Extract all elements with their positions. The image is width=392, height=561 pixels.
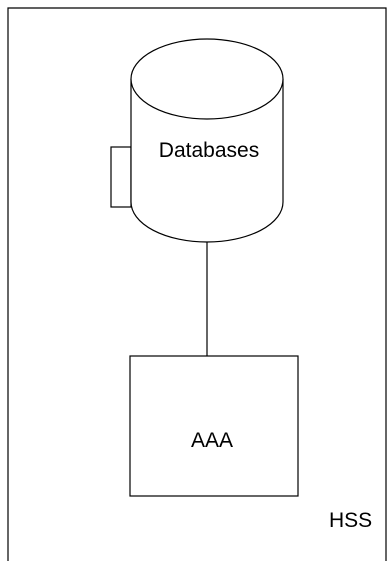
aaa-label: AAA <box>191 429 233 452</box>
aaa-box <box>129 355 299 497</box>
hss-label: HSS <box>329 509 372 532</box>
database-cylinder-body <box>130 79 284 243</box>
hss-frame <box>7 7 387 561</box>
database-side-tab <box>110 146 132 208</box>
database-label: Databases <box>159 139 259 162</box>
database-cylinder-top <box>130 38 284 120</box>
